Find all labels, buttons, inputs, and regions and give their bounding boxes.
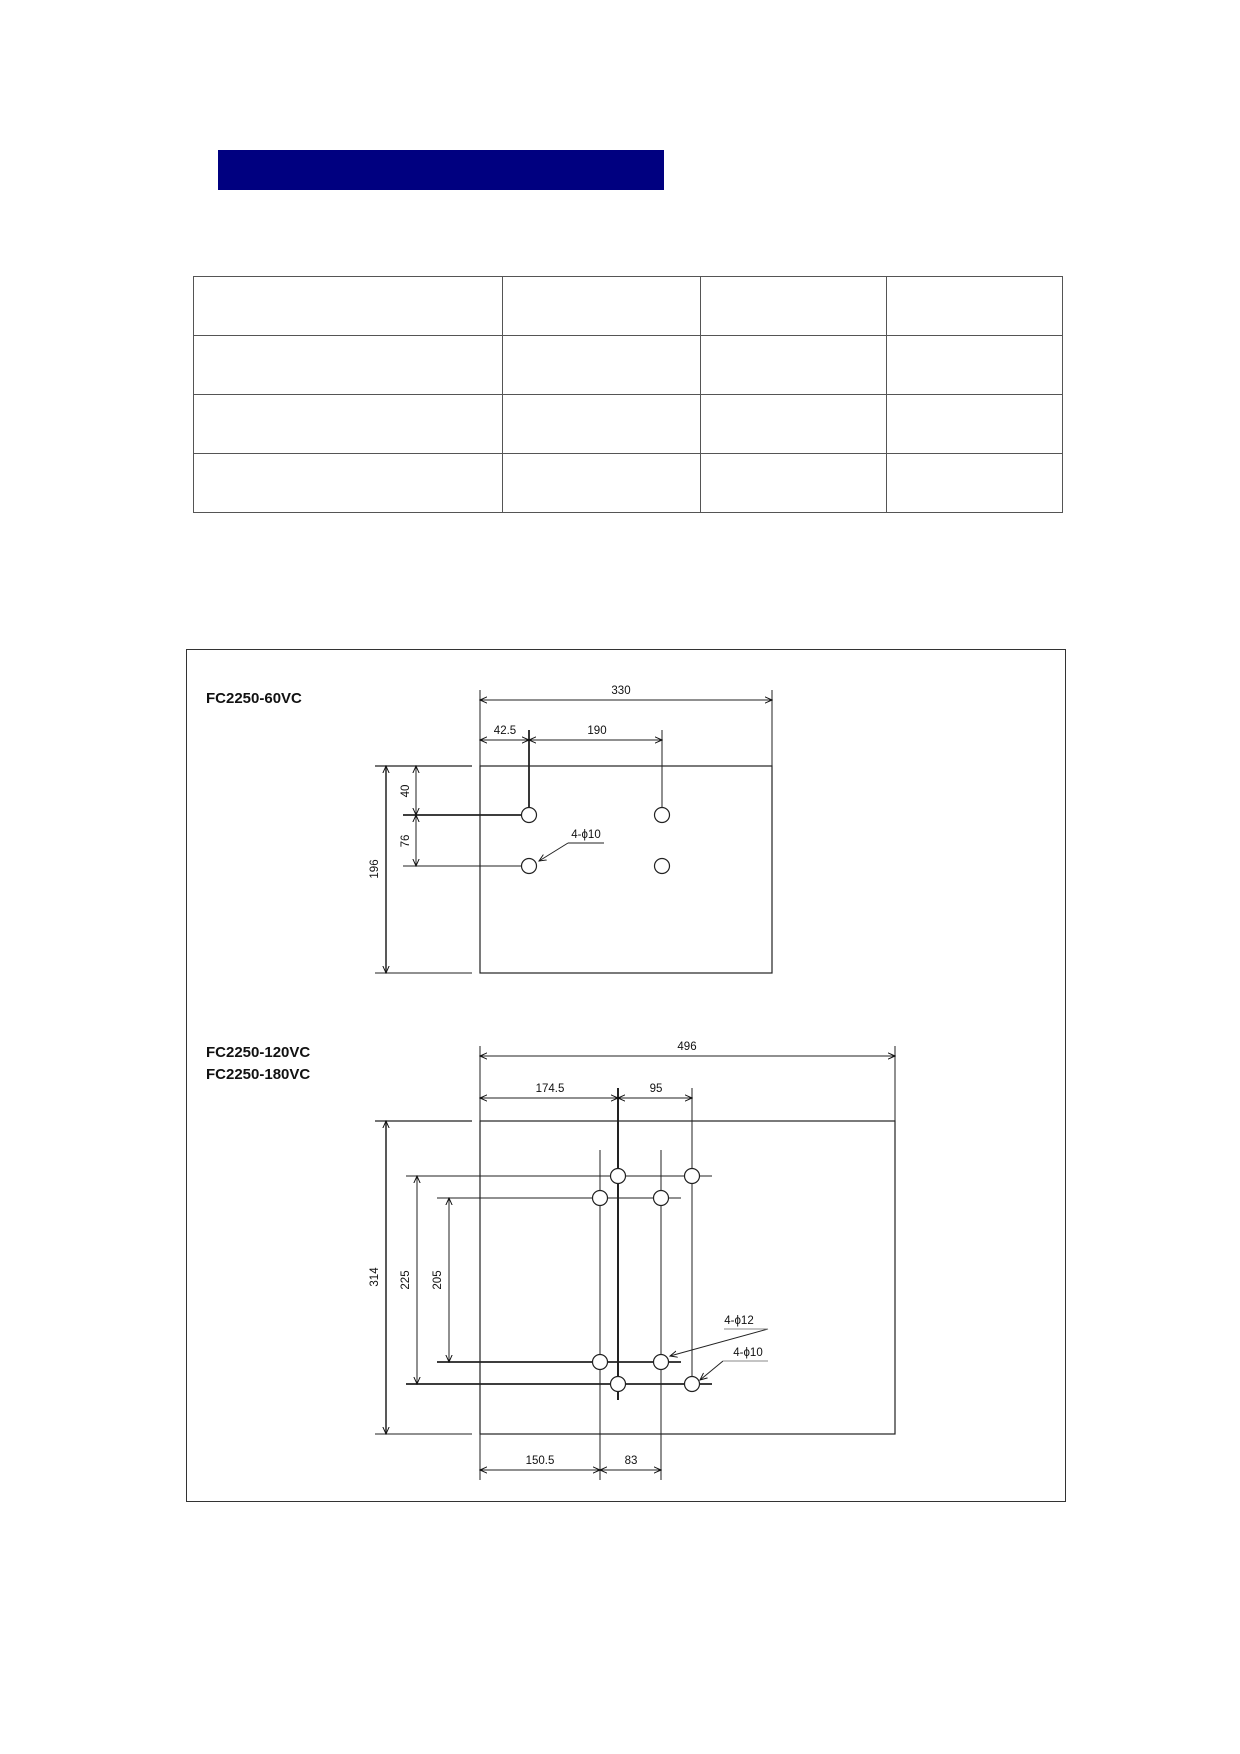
base-plate-outline xyxy=(479,765,773,974)
mounting-hole xyxy=(683,1375,701,1393)
lower-drawing: FC2250-120VC FC2250-180VC 496 xyxy=(206,1041,895,1480)
mounting-hole xyxy=(591,1189,609,1207)
leader-line xyxy=(670,1328,769,1356)
table-cell xyxy=(700,453,887,513)
table-cell xyxy=(193,394,503,454)
table-row xyxy=(193,335,1063,395)
hole-callout: 4-ϕ10 xyxy=(571,829,600,841)
mounting-hole xyxy=(653,857,671,875)
outer-hole-callout: 4-ϕ12 xyxy=(724,1315,753,1327)
inner-hole-callout: 4-ϕ10 xyxy=(733,1347,762,1359)
table-cell xyxy=(886,335,1063,395)
mounting-hole xyxy=(520,806,538,824)
mounting-hole xyxy=(609,1167,627,1185)
dim-left-offset-bottom: 150.5 xyxy=(526,1455,555,1467)
upper-drawing: FC2250-60VC 330 42.5 190 196 40 76 xyxy=(206,685,772,973)
dim-overall-height: 314 xyxy=(369,1267,381,1287)
mounting-hole xyxy=(652,1353,670,1371)
dim-overall-width: 496 xyxy=(677,1041,696,1053)
mounting-hole xyxy=(653,806,671,824)
dim-left-offset: 42.5 xyxy=(494,725,516,737)
table-cell xyxy=(886,394,1063,454)
spec-table xyxy=(193,276,1063,513)
dim-hole-spacing-y: 76 xyxy=(400,835,412,848)
leader-line xyxy=(539,842,569,861)
mounting-hole xyxy=(683,1167,701,1185)
drawing-frame xyxy=(186,649,1066,1502)
dim-inner-spacing-x: 83 xyxy=(625,1455,638,1467)
mounting-hole xyxy=(609,1375,627,1393)
model-label: FC2250-60VC xyxy=(206,690,302,707)
table-cell xyxy=(502,276,701,336)
section-title-bar xyxy=(218,150,664,190)
model-label: FC2250-180VC xyxy=(206,1066,310,1083)
dim-outer-spacing-y: 225 xyxy=(400,1270,412,1289)
mounting-hole xyxy=(591,1353,609,1371)
table-cell xyxy=(886,453,1063,513)
dim-outer-spacing-x: 95 xyxy=(650,1083,663,1095)
dim-top-offset: 40 xyxy=(400,785,412,798)
dim-overall-height: 196 xyxy=(369,859,381,878)
mounting-hole xyxy=(520,857,538,875)
table-cell xyxy=(193,453,503,513)
mounting-hole xyxy=(652,1189,670,1207)
table-row xyxy=(193,453,1063,513)
table-cell xyxy=(886,276,1063,336)
dim-hole-spacing-x: 190 xyxy=(587,725,606,737)
model-label: FC2250-120VC xyxy=(206,1044,310,1061)
table-cell xyxy=(502,453,701,513)
dim-left-offset-top: 174.5 xyxy=(536,1083,565,1095)
table-cell xyxy=(502,394,701,454)
leader-line xyxy=(700,1360,724,1380)
dim-overall-width: 330 xyxy=(611,685,630,697)
base-plate-outline xyxy=(479,1120,896,1435)
table-row xyxy=(193,394,1063,454)
table-cell xyxy=(193,276,503,336)
table-cell xyxy=(502,335,701,395)
table-cell xyxy=(700,335,887,395)
dim-inner-spacing-y: 205 xyxy=(432,1270,444,1289)
